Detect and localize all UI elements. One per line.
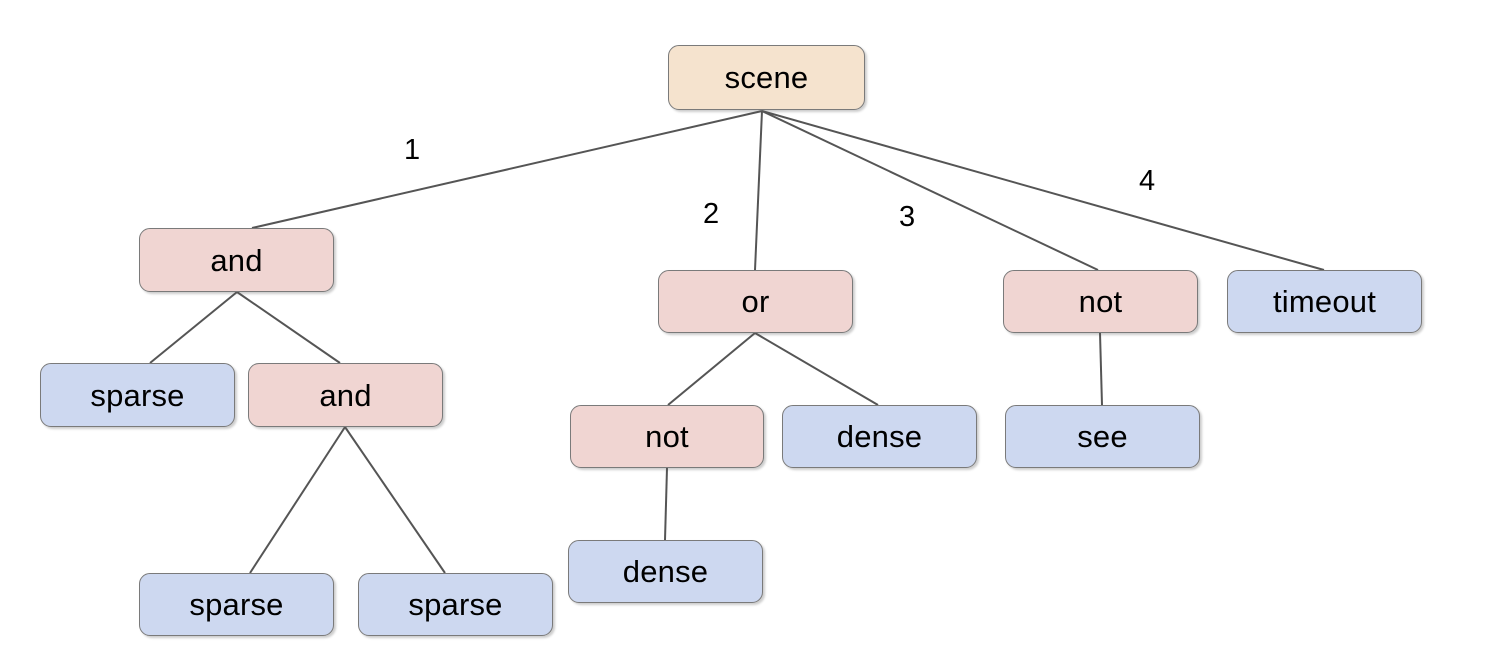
tree-node-label: not xyxy=(645,419,689,454)
tree-node-label: not xyxy=(1078,284,1123,319)
tree-node-dense2[interactable]: dense xyxy=(568,540,763,603)
tree-edge-and2-sparse3 xyxy=(344,426,446,574)
tree-node-sparse2[interactable]: sparse xyxy=(139,573,334,636)
tree-node-sparse3[interactable]: sparse xyxy=(358,573,553,636)
tree-node-dense1[interactable]: dense xyxy=(782,405,977,468)
tree-edge-or1-not2 xyxy=(667,332,756,406)
tree-node-or1[interactable]: or xyxy=(658,270,853,333)
edge-label-3: 3 xyxy=(899,201,916,233)
tree-edge-scene-and1 xyxy=(251,110,763,229)
tree-node-scene[interactable]: scene xyxy=(668,45,865,110)
tree-edge-scene-not1 xyxy=(761,110,1099,271)
tree-node-and1[interactable]: and xyxy=(139,228,334,292)
tree-node-label: and xyxy=(319,377,372,413)
tree-node-label: sparse xyxy=(189,587,284,622)
tree-node-label: or xyxy=(741,284,770,319)
tree-node-label: see xyxy=(1077,419,1128,454)
edge-label-2: 2 xyxy=(703,198,720,230)
edge-label-1: 1 xyxy=(404,134,421,166)
tree-node-not1[interactable]: not xyxy=(1003,270,1198,333)
tree-node-not2[interactable]: not xyxy=(570,405,764,468)
tree-edge-or1-dense1 xyxy=(754,332,879,406)
tree-node-and2[interactable]: and xyxy=(248,363,443,427)
tree-node-see1[interactable]: see xyxy=(1005,405,1200,468)
tree-node-label: timeout xyxy=(1272,284,1377,319)
tree-edge-scene-timeout1 xyxy=(761,110,1325,271)
tree-node-label: sparse xyxy=(90,377,185,413)
tree-node-sparse1[interactable]: sparse xyxy=(40,363,235,427)
tree-node-label: scene xyxy=(724,60,809,95)
tree-node-label: and xyxy=(210,242,263,278)
tree-edge-not2-dense2 xyxy=(664,467,668,541)
tree-edge-not1-see1 xyxy=(1099,332,1103,406)
tree-edge-and1-sparse1 xyxy=(149,291,238,364)
tree-edge-and2-sparse2 xyxy=(249,426,346,574)
tree-node-timeout1[interactable]: timeout xyxy=(1227,270,1422,333)
tree-node-label: dense xyxy=(836,419,923,454)
tree-node-label: sparse xyxy=(408,587,503,622)
tree-edge-scene-or1 xyxy=(754,110,763,271)
tree-edge-and1-and2 xyxy=(236,291,341,364)
tree-node-label: dense xyxy=(622,554,709,589)
edge-label-4: 4 xyxy=(1139,165,1156,197)
